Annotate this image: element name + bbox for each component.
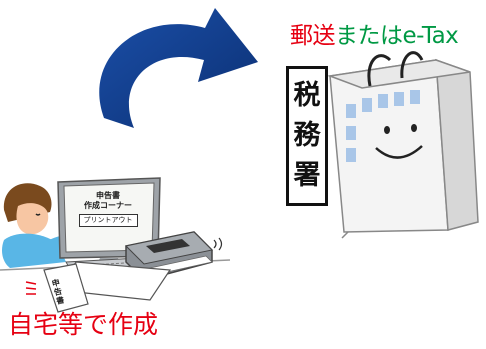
- screen-subtitle: 作成コーナー: [84, 201, 132, 210]
- screen-title: 申告書: [96, 191, 120, 200]
- monitor-screen: 申告書 作成コーナー プリントアウト: [64, 187, 152, 249]
- print-out-button: プリントアウト: [78, 214, 138, 227]
- curved-arrow-icon: [99, 8, 259, 128]
- destination-caption: 郵送またはe-Tax: [290, 22, 459, 50]
- tax-office-sign-text: 税務署: [293, 80, 321, 191]
- tax-office-building: [327, 51, 479, 239]
- destination-or: または: [335, 23, 403, 49]
- origin-caption: 自宅等で作成: [8, 310, 159, 339]
- destination-etax: e-Tax: [402, 23, 459, 49]
- document-papers: [25, 261, 172, 313]
- tax-office-sign: 税務署: [286, 66, 328, 206]
- destination-mail: 郵送: [290, 23, 336, 49]
- printer-icon: [124, 231, 223, 281]
